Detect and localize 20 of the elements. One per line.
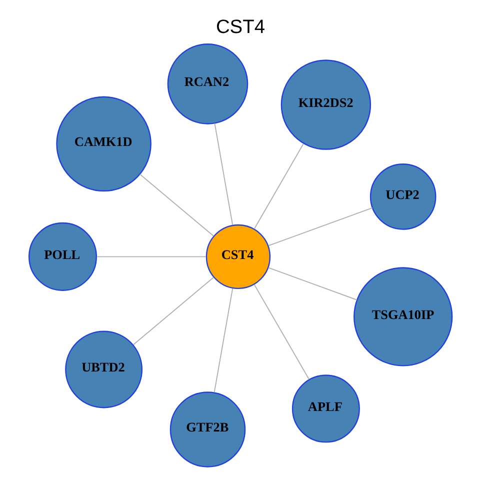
- node-circle: CST4: [205, 224, 270, 290]
- connector: [267, 207, 372, 246]
- node-circle: GTF2B: [169, 392, 246, 468]
- node-circle: POLL: [28, 222, 96, 291]
- connector: [132, 276, 214, 346]
- node-circle: APLF: [291, 374, 360, 443]
- node-circle: UCP2: [369, 164, 436, 230]
- connector: [267, 267, 357, 300]
- connector: [96, 256, 206, 258]
- connector: [253, 284, 310, 380]
- node-circle: KIR2DS2: [280, 60, 371, 150]
- node-circle: RCAN2: [166, 44, 248, 124]
- node-circle: UBTD2: [64, 330, 142, 408]
- node-circle: TSGA10IP: [353, 267, 452, 366]
- connector: [213, 288, 233, 393]
- diagram-title: CST4: [215, 17, 265, 38]
- connector: [214, 122, 233, 226]
- connector: [138, 174, 214, 236]
- connector: [253, 143, 304, 230]
- node-circle: CAMK1D: [56, 96, 151, 192]
